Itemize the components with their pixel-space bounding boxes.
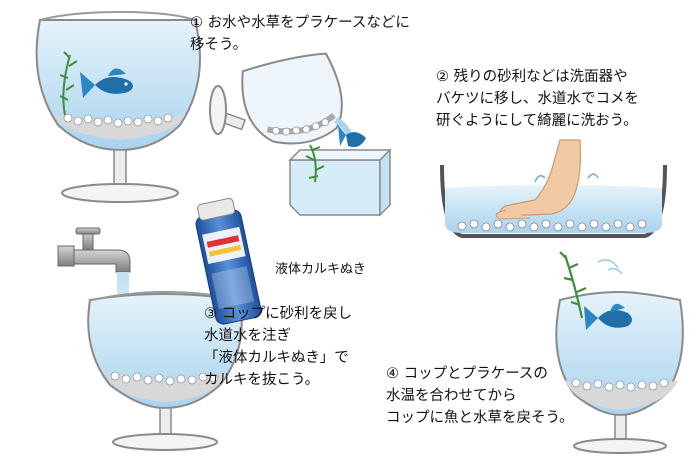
step-1-text: ① お水や水草をプラケースなどに 移そう。 bbox=[190, 15, 410, 53]
case-plant-icon bbox=[305, 144, 325, 183]
returned-fish-icon bbox=[584, 303, 632, 330]
chlorine-remover-bottle-icon bbox=[195, 197, 262, 325]
washing-basin bbox=[440, 139, 667, 238]
product-label: 液体カルキぬき bbox=[275, 262, 366, 277]
goblet-with-fish bbox=[35, 10, 201, 203]
hand-icon bbox=[495, 139, 582, 220]
returned-plant-icon bbox=[559, 251, 587, 319]
pouring-goblet bbox=[209, 52, 366, 147]
pouring-fish-icon bbox=[338, 125, 366, 147]
step-2-text: ② 残りの砂利などは洗面器や バケツに移し、水道水でコメを 研ぐようにして綺麗に… bbox=[436, 69, 639, 129]
aquatic-plant-icon bbox=[59, 51, 78, 116]
betta-fish-icon bbox=[80, 68, 133, 98]
goblet-returned-fish bbox=[555, 251, 684, 454]
step-3-text: ③ コップに砂利を戻し 水道水を注ぎ 「液体カルキぬき」で カルキを抜こう。 bbox=[204, 306, 353, 388]
plastic-case bbox=[288, 144, 392, 217]
faucet-goblet bbox=[57, 227, 243, 451]
step-4-text: ④ コップとプラケースの 水温を合わせてから コップに魚と水草を戻そう。 bbox=[386, 366, 574, 426]
